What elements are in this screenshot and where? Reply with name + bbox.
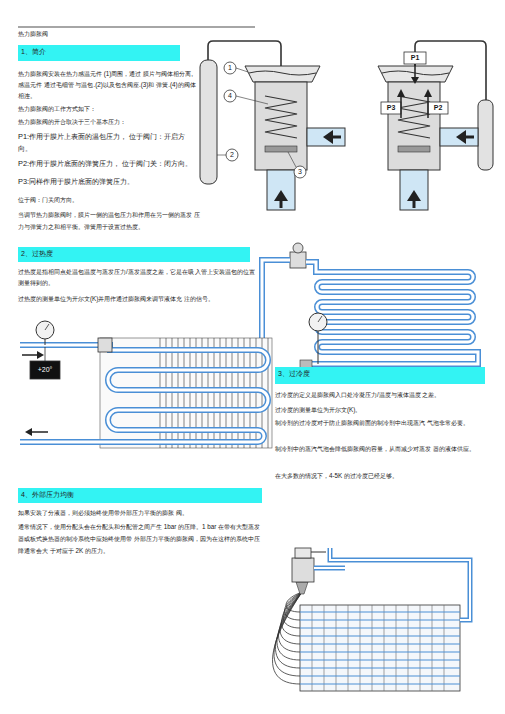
valve-illustration — [236, 68, 248, 72]
pressure-line: P1:作用于膜片上表面的温包压力， 位于阀门：开启方向。 — [18, 131, 196, 155]
body-text: 热力膨胀阀的工作方式如下： — [18, 104, 196, 114]
valve-illustration — [378, 66, 478, 210]
distributor-evaporator — [314, 567, 345, 569]
body-text: 在大多数的情况下，4-5K 的过冷度已经足够。 — [275, 470, 485, 481]
body-text: 过热度是指相同点处温包温度与蒸发压力/蒸发温度之差，它是在吸 入管上安装温包的位… — [18, 266, 256, 288]
valve-illustration — [424, 89, 432, 97]
finned-coil — [36, 321, 54, 339]
section-band: 4、外部压力均衡 — [18, 488, 262, 503]
distributor-evaporator — [311, 552, 326, 553]
valve-illustration — [288, 152, 296, 167]
section-heading: 1、简介 — [21, 47, 177, 57]
body-text: 如果安装了分液器，则必须始终使用带外部压力平衡的膨胀 阀。 — [18, 507, 264, 518]
valve-illustration — [200, 60, 217, 184]
valve-illustration — [236, 96, 268, 104]
body-text: 位于阀：门关闭方向。 — [18, 195, 198, 205]
distributor-evaporator — [300, 612, 460, 684]
valve-illustration — [224, 62, 236, 74]
finned-coil — [20, 345, 268, 442]
section-heading: 4、外部压力均衡 — [21, 490, 259, 500]
finned-coil — [45, 347, 46, 361]
body-text: 通常情况下，使用分配头会在分配头和分配管之间产生 1bar 的压降。1 bar … — [18, 521, 264, 557]
pressure-name: P3 — [381, 103, 401, 113]
valve-illustration — [294, 166, 306, 178]
evaporator-coil — [262, 260, 478, 372]
distributor-evaporator — [312, 605, 444, 691]
distributor-evaporator — [273, 592, 303, 684]
valve-illustration — [428, 102, 448, 114]
valve-illustration — [400, 96, 402, 118]
pressure-line: P3:同样作用于膜片底面的弹簧压力。 — [18, 176, 198, 188]
evaporator-coil — [318, 316, 322, 322]
distributor-evaporator — [330, 548, 470, 620]
body-text: 过冷度的定义是膨胀阀入口处冷凝压力/温度与液体温度 之差。 — [275, 389, 485, 400]
finned-coil — [45, 324, 49, 330]
distributor-evaporator — [330, 548, 470, 620]
valve-illustration — [226, 149, 238, 161]
page-title: 热力膨胀阀 — [18, 30, 48, 38]
body-text: 过冷度的测量单位为开尔文(K)。 — [275, 404, 485, 415]
finned-coil — [37, 351, 44, 359]
valve-illustration — [404, 52, 426, 64]
display-reading: +20° — [30, 365, 60, 375]
evaporator-coil — [262, 260, 478, 372]
body-text: 制冷剂中的蒸汽气泡会降低膨胀阀的容量，从而减少对蒸发 器的液体供应。 — [275, 443, 485, 455]
callout-number: 3 — [294, 167, 306, 177]
body-text: 制冷剂的过冷度对于防止膨胀阀前面的制冷剂中出现蒸汽 气泡非常必要。 — [275, 417, 485, 429]
valve-illustration — [200, 41, 493, 210]
valve-illustration — [381, 102, 401, 114]
distributor-evaporator — [296, 582, 308, 594]
body-text: 过热度的测量单位为开尔文(K)并用作通过膨胀阀来调节液体充 注的信号。 — [18, 293, 256, 304]
header-rule — [18, 27, 255, 28]
evaporator-coil — [309, 313, 327, 331]
finned-coil — [32, 431, 48, 433]
evaporator-coil — [318, 331, 319, 364]
finned-coil — [45, 339, 46, 345]
distributor-evaporator — [314, 566, 345, 571]
evaporator-coil — [257, 243, 478, 372]
section-band: 3、过冷度 — [275, 367, 485, 384]
pressure-name: P1 — [404, 53, 426, 63]
valve-illustration — [411, 77, 419, 84]
valve-illustration — [478, 100, 493, 170]
finned-coil — [20, 345, 268, 442]
finned-coil — [22, 354, 38, 356]
finned-coil — [25, 428, 32, 436]
finned-coil — [30, 361, 60, 379]
callout-number: 4 — [224, 91, 236, 101]
valve-illustration — [397, 89, 405, 97]
section-heading: 3、过冷度 — [278, 369, 482, 379]
evaporator-coil — [290, 252, 306, 268]
callout-number: 2 — [226, 150, 238, 160]
section-band: 1、简介 — [18, 45, 180, 61]
callout-number: 1 — [224, 63, 236, 73]
section-band: 2、过热度 — [18, 247, 250, 262]
distributor-evaporator — [295, 548, 311, 558]
evaporator-coil — [293, 243, 303, 253]
body-text: 热力膨胀阀安装在热力感温元件 (1)周围，通过 膜片与阀体相分离,感温元件 通过… — [18, 68, 196, 101]
body-text: 热力膨胀阀的开合取决于三个基本压力： — [18, 117, 196, 127]
valve-illustration — [414, 64, 416, 78]
valve-illustration — [224, 90, 236, 102]
pressure-line: P2:作用于膜片底面的弹簧压力， 位于阀门关：闭方向。 — [18, 158, 198, 170]
valve-illustration — [427, 96, 429, 118]
valve-illustration — [217, 155, 226, 156]
section-heading: 2、过热度 — [21, 249, 247, 259]
finned-coil — [20, 321, 272, 448]
distributor-evaporator — [273, 548, 471, 691]
finned-coil — [98, 338, 112, 352]
distributor-evaporator — [300, 605, 460, 691]
pressure-name: P2 — [428, 103, 448, 113]
distributor-evaporator — [292, 558, 314, 582]
body-text: 当调节热力膨胀阀时，膜片一侧的温包压力和作用在另一侧的蒸发 压力与弹簧力之和相平… — [18, 209, 200, 233]
valve-illustration — [245, 66, 345, 210]
valve-illustration — [208, 41, 281, 66]
